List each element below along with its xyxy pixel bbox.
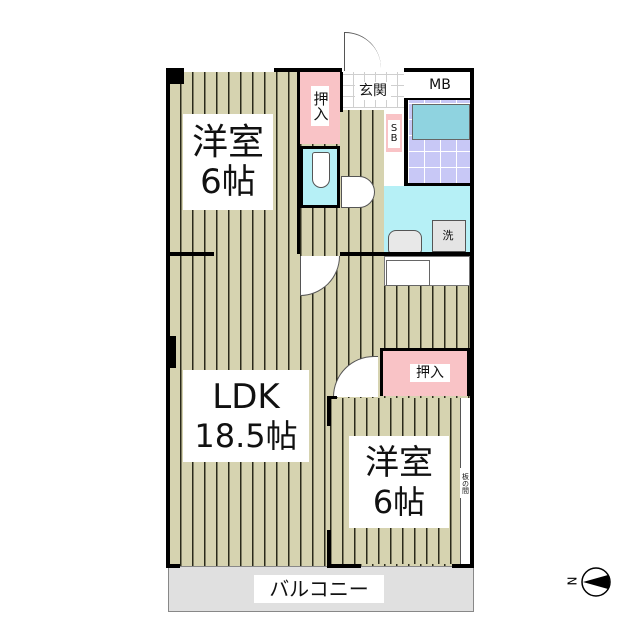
wall-bath-west (404, 98, 408, 184)
compass-arrow-icon (581, 567, 611, 597)
wall-entrance-east (340, 72, 343, 112)
wall-south-3 (452, 564, 474, 568)
wall-south-2 (327, 564, 361, 568)
wall-bath-south (404, 183, 472, 186)
western-room-south-label: 洋室 6帖 (349, 436, 449, 528)
wall-corner-nw (166, 68, 184, 84)
wall-west (166, 68, 170, 568)
ldk-label: LDK 18.5帖 (183, 370, 309, 462)
wood-floor-alcove-label: 板の間 (460, 468, 470, 498)
wall-west-pillar (166, 336, 176, 368)
wall-room1-east (297, 72, 300, 254)
wall-south-1 (166, 564, 180, 568)
bathtub (412, 104, 470, 140)
entrance-label: 玄関 (355, 82, 391, 100)
compass-north-label: N (565, 576, 580, 586)
wall-south-room-north (327, 396, 337, 399)
entrance-door[interactable] (344, 32, 381, 71)
wall-south-room-west-1 (327, 396, 331, 426)
sink-icon (388, 230, 422, 254)
washer-icon (432, 220, 466, 252)
meter-box-label: MB (420, 76, 460, 94)
closet-south-label: 押入 (410, 364, 450, 382)
closet-north-label: 押入 (311, 86, 330, 126)
kitchen-sink (386, 260, 430, 286)
shoe-box-label: S B (388, 120, 400, 148)
wall-east (470, 68, 474, 568)
western-room-north-label: 洋室 6帖 (183, 114, 273, 210)
toilet-door[interactable] (341, 176, 375, 208)
compass: N (565, 566, 612, 600)
washer-label: 洗 (442, 228, 454, 242)
wall-north-2 (404, 68, 474, 72)
balcony-label: バルコニー (254, 575, 384, 603)
wall-north-1 (274, 68, 342, 72)
wall-mid-horizontal-2 (340, 252, 472, 256)
toilet-icon (312, 152, 330, 188)
wall-mid-horizontal-1 (168, 252, 214, 256)
wall-south-room-west-2 (327, 530, 331, 568)
